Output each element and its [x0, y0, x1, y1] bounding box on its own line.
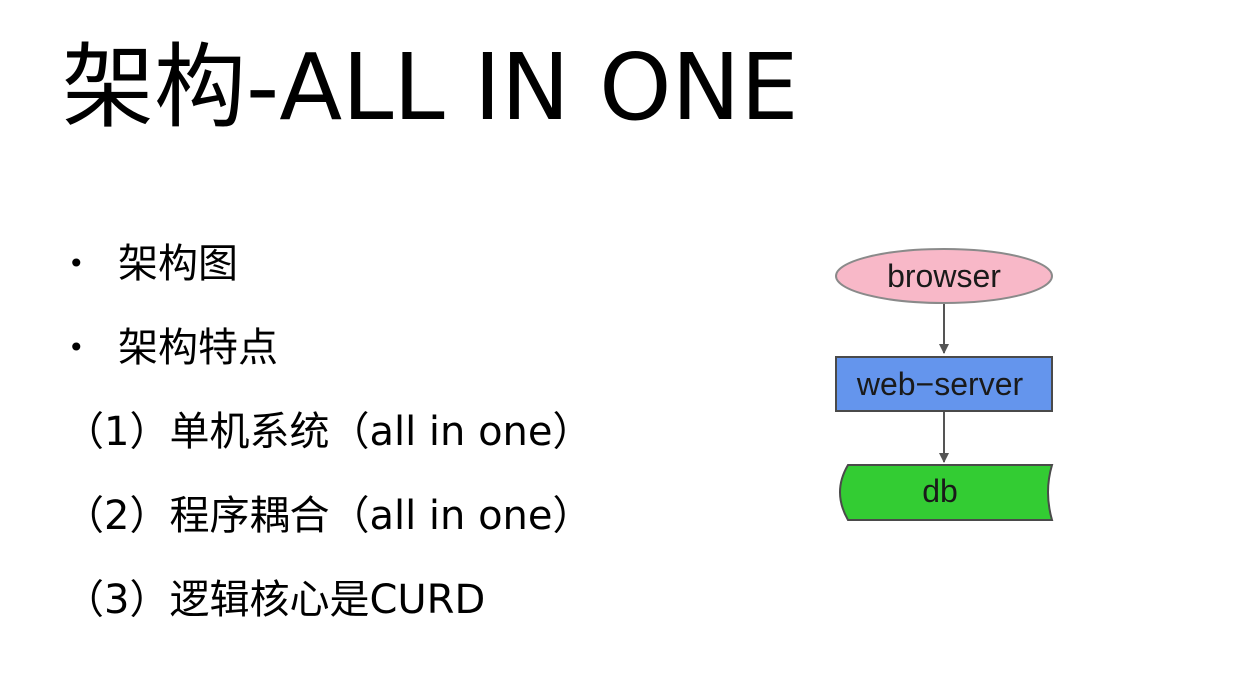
bullet-text: 架构图	[118, 241, 238, 287]
bullet-marker: •	[68, 331, 85, 364]
bullet-marker: •	[68, 247, 85, 280]
numbered-item-3: （3）逻辑核心是CURD	[64, 577, 486, 623]
slide-title: 架构-ALL IN ONE	[62, 34, 799, 141]
node-browser-label: browser	[887, 258, 1001, 294]
node-browser: browser	[835, 248, 1053, 304]
node-web-server-label: web−server	[856, 366, 1024, 402]
architecture-diagram: browser web−server db	[835, 248, 1054, 521]
bullet-text: 架构特点	[118, 325, 278, 371]
node-web-server: web−server	[835, 356, 1053, 412]
numbered-item-1: （1）单机系统（all in one）	[64, 409, 593, 455]
node-db-label: db	[922, 473, 958, 509]
numbered-item-2: （2）程序耦合（all in one）	[64, 493, 593, 539]
node-db: db	[839, 464, 1054, 521]
